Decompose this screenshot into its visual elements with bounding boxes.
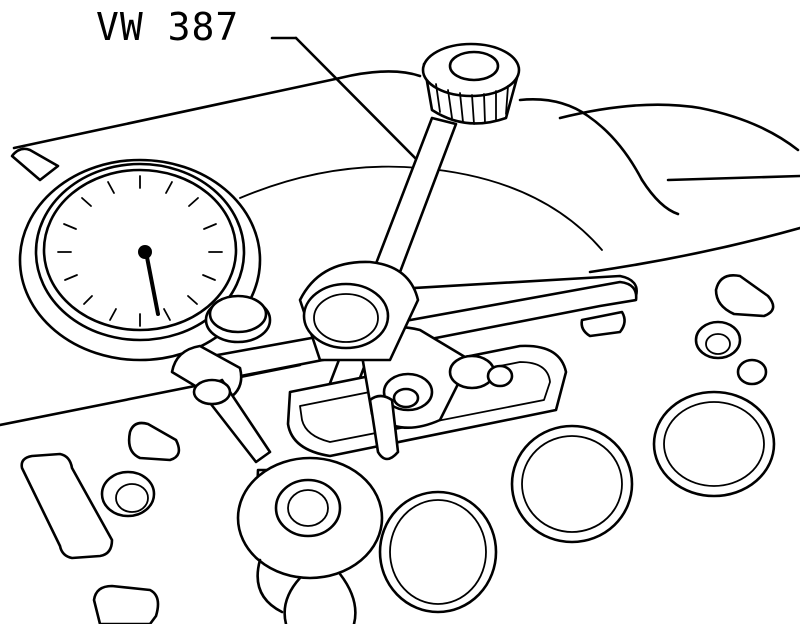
dial-needle-pivot <box>138 245 152 259</box>
callout-leader-line <box>270 36 434 177</box>
small-ports <box>20 274 775 624</box>
measuring-tool-vw387 <box>286 42 568 461</box>
tool-callout-label: VW 387 <box>96 5 240 49</box>
knurl-lines <box>435 83 509 125</box>
dial-tick-marks <box>57 175 223 327</box>
combustion-chamber-openings <box>378 390 776 614</box>
foreground-fixture <box>236 456 384 624</box>
dial-gauge <box>10 147 272 464</box>
dial-needle <box>144 250 160 316</box>
